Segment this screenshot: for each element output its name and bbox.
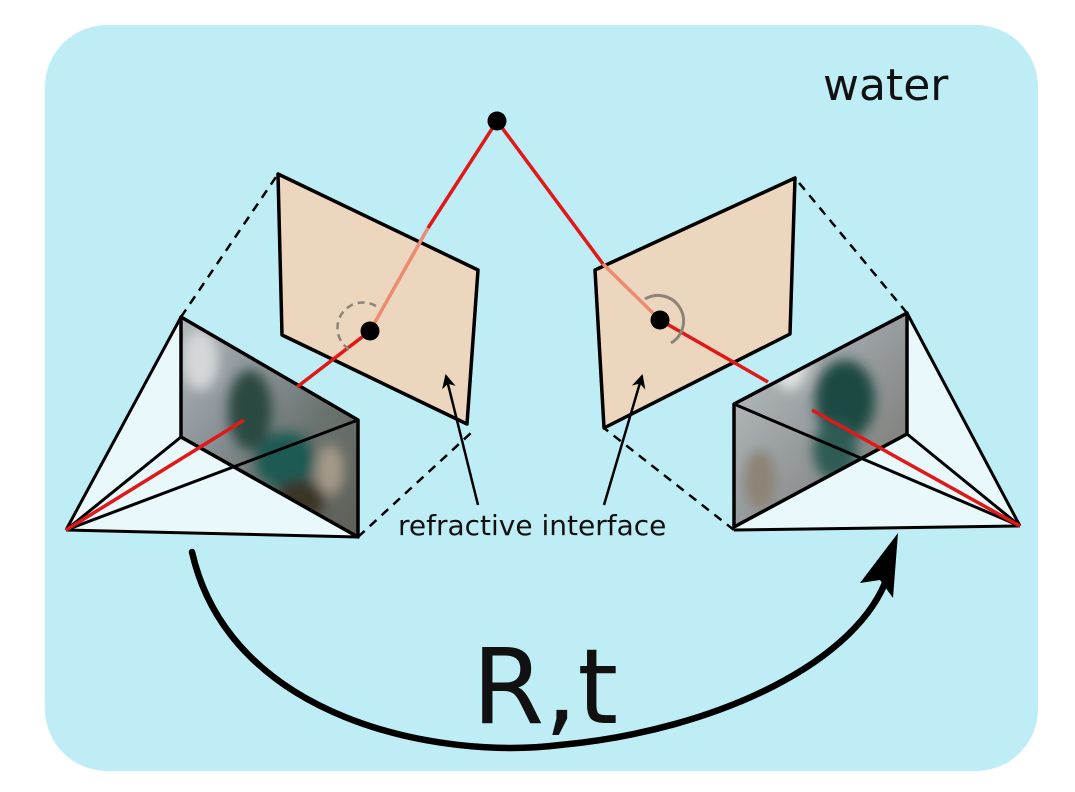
right-interface-point (650, 310, 670, 330)
left-interface-plane (276, 172, 480, 426)
scene-point (487, 111, 507, 131)
right-angle-arc (644, 293, 686, 345)
interface-label: refractive interface (398, 509, 666, 542)
left-interface-arrow (442, 374, 480, 506)
left-ray (65, 120, 499, 532)
right-ray (495, 119, 1021, 528)
left-interface-point (360, 321, 380, 341)
transform-label: R,t (472, 626, 618, 748)
left-angle-arc (336, 301, 377, 352)
right-interface-plane (593, 176, 797, 430)
transform-arrow (188, 548, 892, 752)
left-camera (64, 173, 473, 539)
water-label: water (823, 60, 949, 111)
right-interface-arrow (602, 374, 646, 506)
transform-arrow-head (860, 533, 898, 598)
